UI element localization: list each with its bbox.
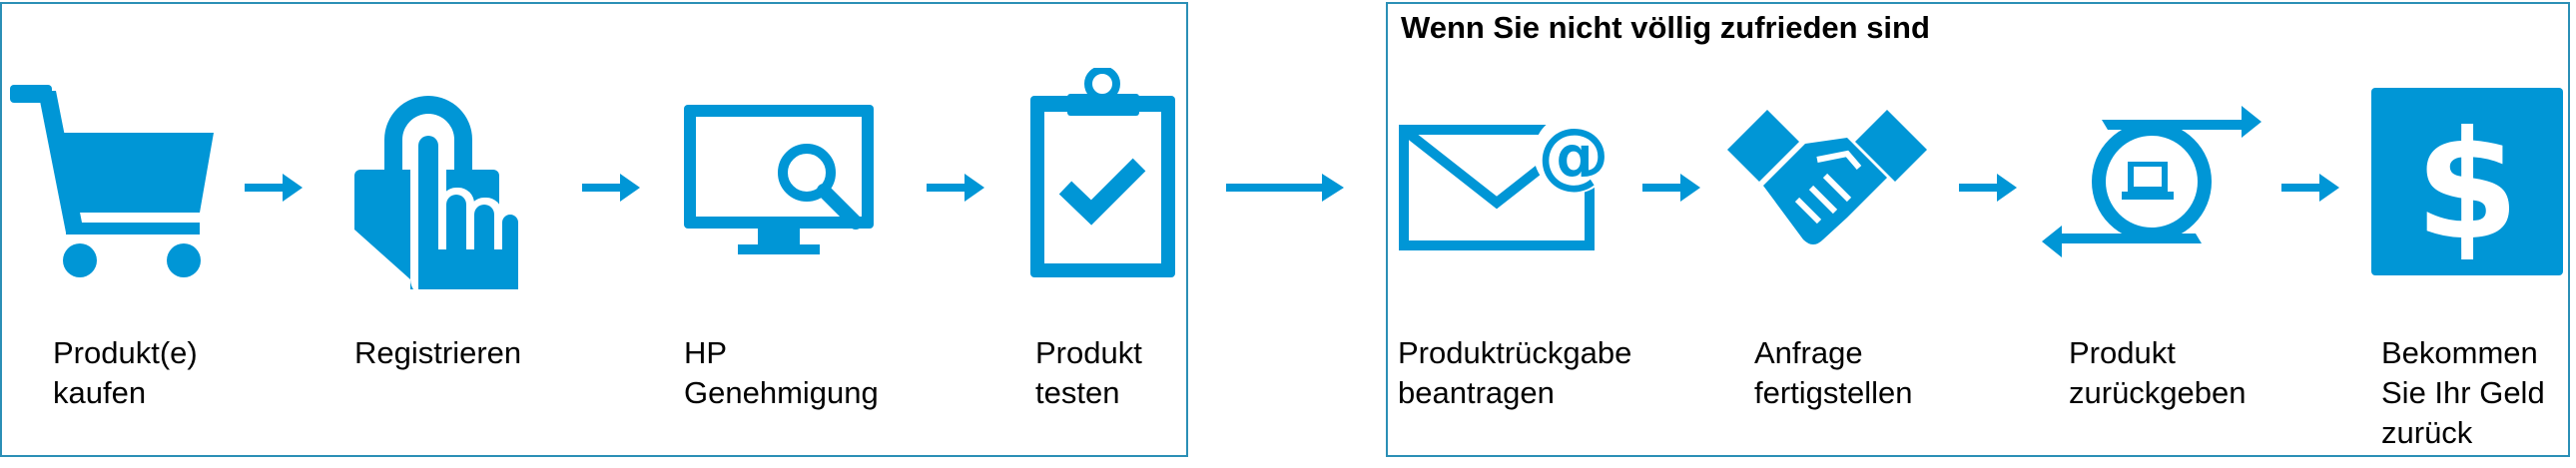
arrow-right-icon xyxy=(1959,174,2017,202)
touch-padlock-icon xyxy=(354,96,526,289)
step-label-line: zurück xyxy=(2381,415,2473,450)
step-label-line: Anfrage xyxy=(1754,335,1863,370)
return-cycle-laptop-icon xyxy=(2042,106,2261,257)
step-label-buy: Produkt(e) kaufen xyxy=(53,333,198,413)
left-process-panel xyxy=(0,2,1188,457)
handshake-icon xyxy=(1727,110,1927,244)
step-label-line: Sie Ihr Geld xyxy=(2381,375,2545,410)
svg-text:@: @ xyxy=(1538,113,1610,197)
connector-arrow-icon xyxy=(1226,174,1344,202)
step-label-line: fertigstellen xyxy=(1754,375,1913,410)
arrow-right-icon xyxy=(2281,174,2339,202)
step-label-refund: Bekommen Sie Ihr Geld zurück xyxy=(2381,333,2545,453)
arrow-right-icon xyxy=(245,174,303,202)
step-label-line: Produkt(e) xyxy=(53,335,198,370)
arrow-right-icon xyxy=(927,174,984,202)
step-label-return-product: Produkt zurückgeben xyxy=(2069,333,2247,413)
step-label-line: kaufen xyxy=(53,375,147,410)
step-label-line: Produktrückgabe xyxy=(1398,335,1632,370)
step-label-line: Bekommen xyxy=(2381,335,2538,370)
step-label-request-return: Produktrückgabe beantragen xyxy=(1398,333,1631,413)
right-process-panel xyxy=(1386,2,2570,457)
step-label-line: Produkt xyxy=(1035,335,1142,370)
step-label-line: testen xyxy=(1035,375,1120,410)
step-label-complete-request: Anfrage fertigstellen xyxy=(1754,333,1913,413)
step-label-register: Registrieren xyxy=(354,333,521,373)
dollar-sign-icon: $ xyxy=(2371,88,2563,275)
envelope-at-icon: @ xyxy=(1399,113,1613,250)
step-label-approval: HP Genehmigung xyxy=(684,333,879,413)
arrow-right-icon xyxy=(1642,174,1700,202)
clipboard-check-icon xyxy=(1030,68,1175,277)
arrow-right-icon xyxy=(582,174,640,202)
shopping-cart-icon xyxy=(10,85,214,277)
step-label-line: HP xyxy=(684,335,728,370)
step-label-line: Registrieren xyxy=(354,335,522,370)
step-label-line: Produkt xyxy=(2069,335,2176,370)
step-label-line: zurückgeben xyxy=(2069,375,2247,410)
step-label-line: Genehmigung xyxy=(684,375,879,410)
right-panel-title: Wenn Sie nicht völlig zufrieden sind xyxy=(1401,10,1930,45)
step-label-test: Produkt testen xyxy=(1035,333,1142,413)
svg-text:$: $ xyxy=(2415,100,2519,273)
step-label-line: beantragen xyxy=(1398,375,1555,410)
monitor-search-icon xyxy=(684,105,874,254)
